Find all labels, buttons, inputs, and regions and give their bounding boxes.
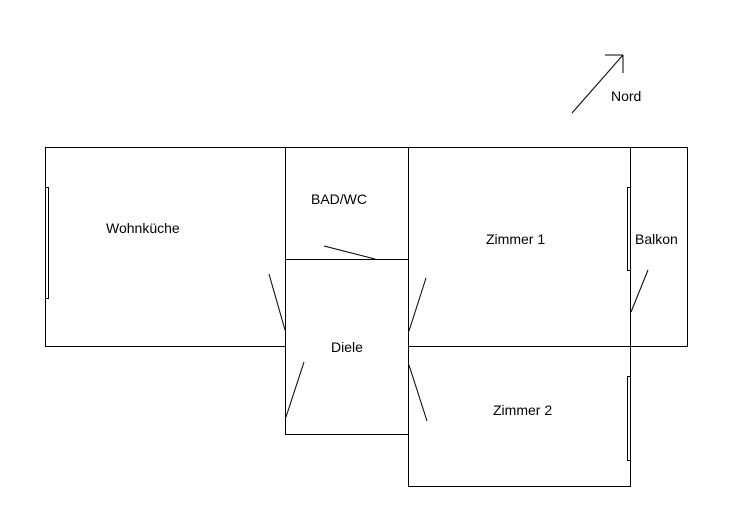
room-label-diele: Diele [331,339,363,355]
compass-label: Nord [611,88,641,104]
window-zimmer-2 [627,376,631,461]
room-label-balkon: Balkon [635,231,678,247]
room-balkon [630,147,688,347]
room-zimmer-1 [408,147,631,347]
room-label-zimmer-1: Zimmer 1 [486,231,545,247]
door-zimmer-2 [408,364,428,422]
door-bad-wc [323,245,376,260]
window-wohnkueche [45,187,49,299]
north-arrow-icon [571,54,624,114]
room-wohnkueche [45,147,286,347]
room-label-wohnkueche: Wohnküche [106,220,180,236]
door-zimmer-1 [408,277,427,332]
door-balkon [630,269,649,313]
room-label-bad-wc: BAD/WC [311,191,367,207]
room-label-zimmer-2: Zimmer 2 [493,402,552,418]
door-wohnkueche [268,273,286,331]
door-diele-entrance [285,361,305,418]
